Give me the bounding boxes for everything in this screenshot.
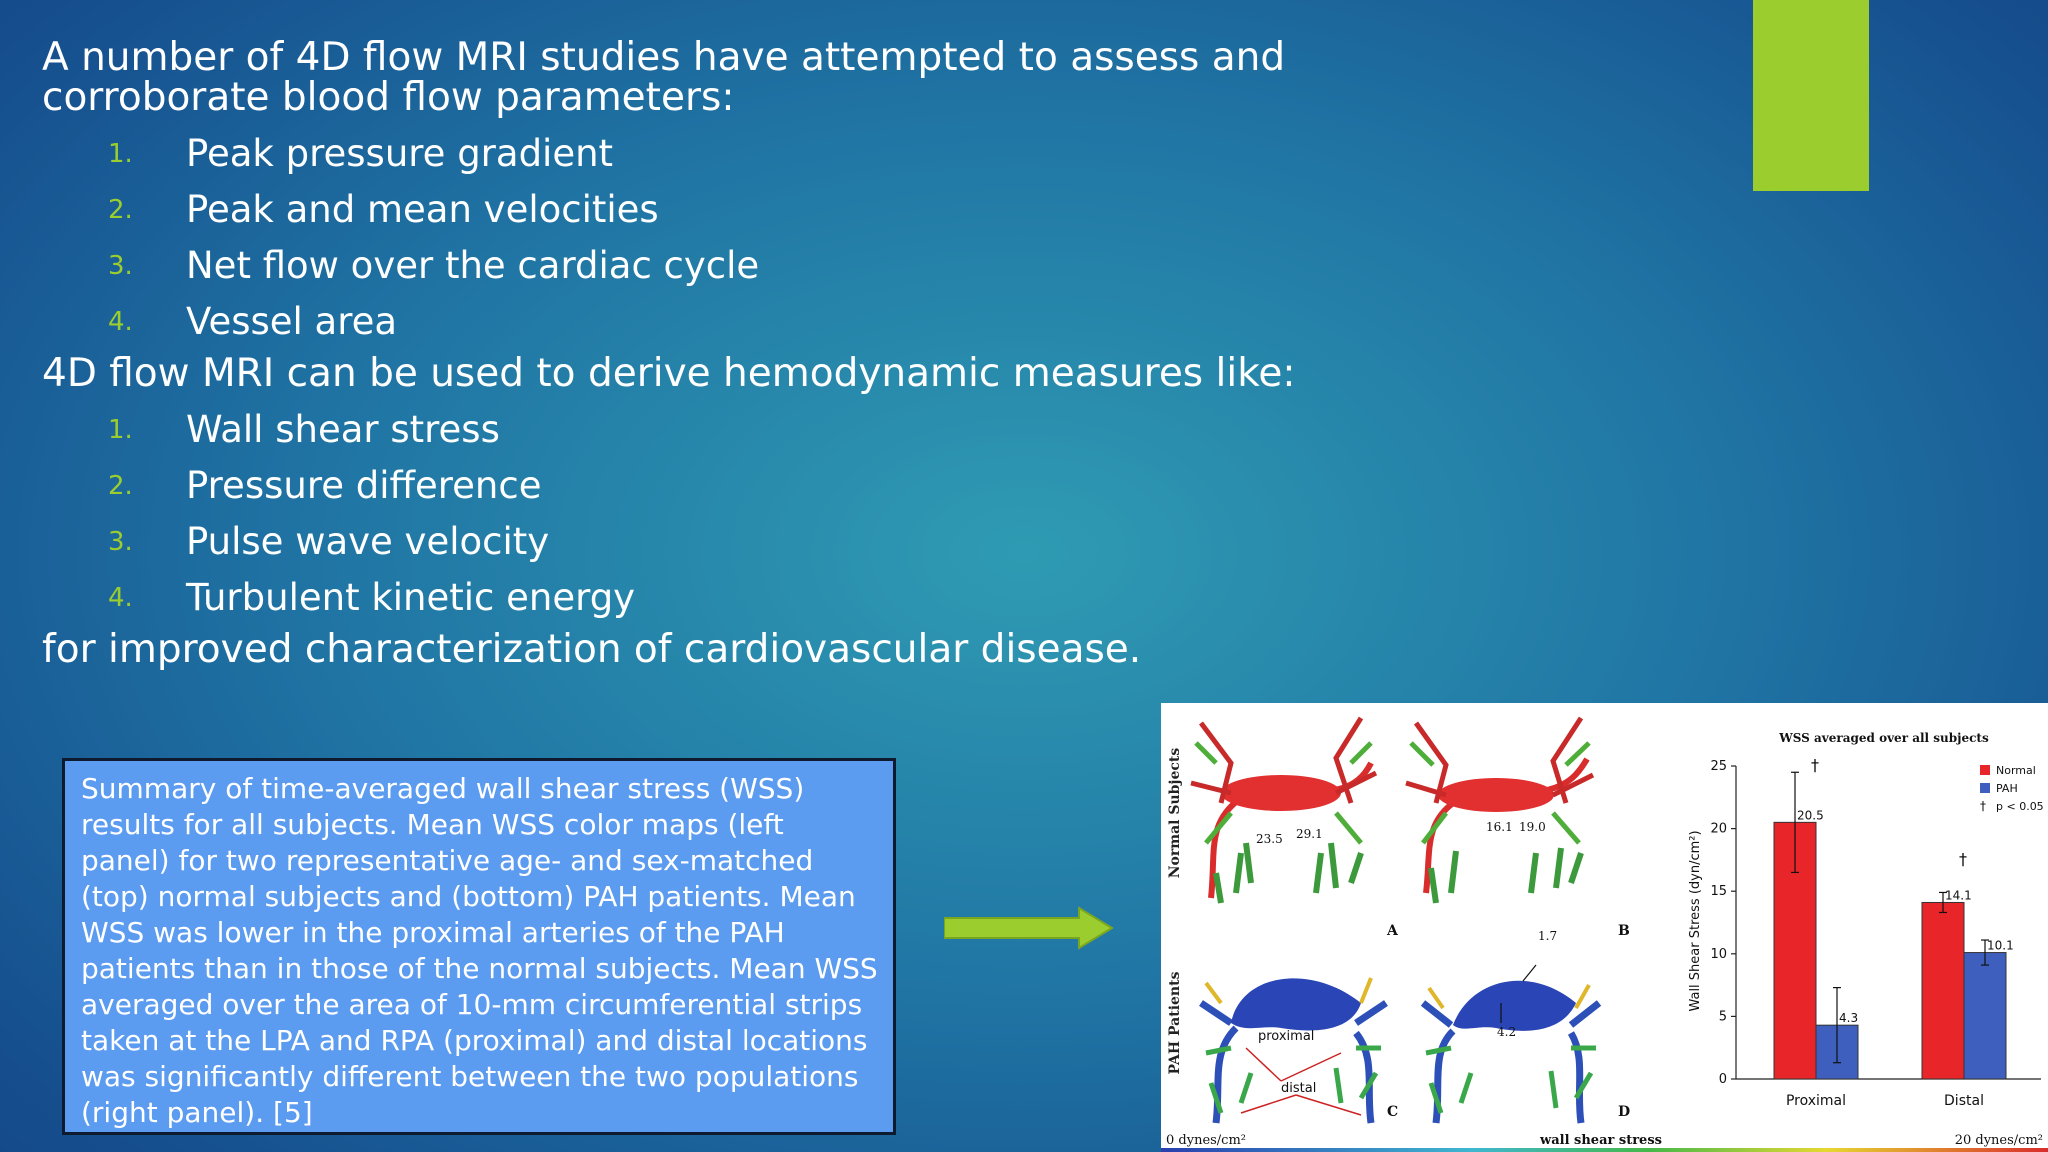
chart-legend: Normal PAH † p < 0.05 <box>1980 764 2044 813</box>
list-item-label: Wall shear stress <box>186 408 500 451</box>
list-number: 1. <box>108 415 133 445</box>
slide-body: A number of 4D flow MRI studies have att… <box>42 38 1342 678</box>
list-item: 3. Pulse wave velocity <box>42 514 1342 570</box>
list-item-label: Vessel area <box>186 300 398 343</box>
panel-c-label-distal: distal <box>1281 1081 1316 1096</box>
panel-d-value-2: 4.2 <box>1497 1025 1516 1039</box>
row-label-normal: Normal Subjects <box>1167 748 1183 879</box>
list-item-label: Peak and mean velocities <box>186 188 659 231</box>
closing-text: for improved characterization of cardiov… <box>42 627 1142 672</box>
list-number: 2. <box>108 471 133 501</box>
panel-b-value-1: 16.1 <box>1486 820 1513 834</box>
list-item: 1. Peak pressure gradient <box>42 126 1342 182</box>
chart-data-label: 4.3 <box>1839 1011 1858 1025</box>
chart-y-tick-label: 10 <box>1710 947 1727 962</box>
list-number: 3. <box>108 527 133 557</box>
list-item-label: Peak pressure gradient <box>186 132 614 175</box>
list-item: 4. Vessel area <box>42 294 1342 350</box>
colorbar-max-label: 20 dynes/cm² <box>1955 1133 2043 1148</box>
chart-category-distal: Distal <box>1944 1093 1984 1109</box>
chart-y-tick-label: 20 <box>1710 822 1727 837</box>
chart-significance-marker: † <box>1959 849 1967 868</box>
panel-letter-b: B <box>1618 923 1630 939</box>
chart-y-tick-label: 25 <box>1710 759 1727 774</box>
panel-a-value-1: 23.5 <box>1256 832 1283 846</box>
row-label-pah: PAH Patients <box>1167 971 1183 1074</box>
list-item-label: Pressure difference <box>186 464 542 507</box>
middle-text: 4D flow MRI can be used to derive hemody… <box>42 351 1296 396</box>
hemodynamic-measures-list: 1. Wall shear stress 2. Pressure differenc… <box>42 402 1342 626</box>
chart-category-proximal: Proximal <box>1786 1093 1846 1109</box>
list-number: 3. <box>108 251 133 281</box>
legend-label-p-value: p < 0.05 <box>1996 800 2044 813</box>
legend-dagger: † <box>1980 799 1986 813</box>
wss-colorbar <box>1161 1148 2048 1152</box>
list-item: 4. Turbulent kinetic energy <box>42 570 1342 626</box>
panel-d-value-1: 1.7 <box>1538 929 1557 943</box>
chart-y-axis-label: Wall Shear Stress (dyn/cm²) <box>1688 830 1703 1011</box>
list-item-label: Net flow over the cardiac cycle <box>186 244 760 287</box>
chart-y-tick-label: 5 <box>1719 1009 1727 1024</box>
chart-y-tick-label: 0 <box>1719 1072 1727 1087</box>
right-arrow-icon <box>944 906 1114 950</box>
legend-swatch-normal <box>1980 765 1990 775</box>
legend-label-normal: Normal <box>1996 764 2036 777</box>
list-item: 2. Peak and mean velocities <box>42 182 1342 238</box>
vessel-map-a: 23.5 29.1 A <box>1190 716 1399 939</box>
vessel-map-b: 16.1 19.0 B <box>1405 716 1630 939</box>
chart-bar-pah <box>1963 952 2007 1080</box>
list-number: 1. <box>108 139 133 169</box>
panel-letter-a: A <box>1386 923 1399 939</box>
colorbar-min-label: 0 dynes/cm² <box>1166 1133 1246 1148</box>
legend-swatch-pah <box>1980 783 1990 793</box>
chart-bar-normal <box>1921 901 1965 1080</box>
chart-data-label: 20.5 <box>1797 808 1824 822</box>
figure-caption: Summary of time-averaged wall shear stre… <box>62 758 896 1135</box>
list-item-label: Pulse wave velocity <box>186 520 550 563</box>
accent-bar <box>1753 0 1869 191</box>
list-number: 4. <box>108 307 133 337</box>
legend-label-pah: PAH <box>1996 782 2018 795</box>
wss-bar-chart: WSS averaged over all subjects Wall Shea… <box>1688 731 2044 1109</box>
intro-text: A number of 4D flow MRI studies have att… <box>42 35 1286 120</box>
list-number: 4. <box>108 583 133 613</box>
panel-c-label-proximal: proximal <box>1258 1029 1314 1044</box>
panel-letter-d: D <box>1618 1104 1630 1120</box>
list-item: 1. Wall shear stress <box>42 402 1342 458</box>
list-item-label: Turbulent kinetic energy <box>186 576 636 619</box>
wss-figure-svg: Normal Subjects PAH Patients 23.5 29.1 A… <box>1161 716 2048 1152</box>
chart-y-tick-label: 15 <box>1710 884 1727 899</box>
list-item: 3. Net flow over the cardiac cycle <box>42 238 1342 294</box>
chart-significance-marker: † <box>1811 755 1819 774</box>
chart-data-label: 14.1 <box>1945 888 1972 902</box>
panel-letter-c: C <box>1387 1104 1398 1120</box>
wss-figure: Normal Subjects PAH Patients 23.5 29.1 A… <box>1161 703 2048 1152</box>
chart-bars: 20.5 14.1 4.3 10.1 † † <box>1773 755 2014 1080</box>
chart-title: WSS averaged over all subjects <box>1778 731 1989 745</box>
colorbar-center-label: wall shear stress <box>1539 1133 1662 1148</box>
list-item: 2. Pressure difference <box>42 458 1342 514</box>
blood-flow-parameters-list: 1. Peak pressure gradient 2. Peak and mean… <box>42 126 1342 350</box>
panel-a-value-2: 29.1 <box>1296 827 1323 841</box>
panel-b-value-2: 19.0 <box>1519 820 1546 834</box>
chart-data-label: 10.1 <box>1987 939 2014 953</box>
chart-y-ticks: 0 5 10 15 20 25 <box>1710 759 1736 1087</box>
vessel-map-c: proximal distal C <box>1199 977 1398 1124</box>
vessel-map-d: 1.7 4.2 D <box>1420 929 1630 1124</box>
list-number: 2. <box>108 195 133 225</box>
